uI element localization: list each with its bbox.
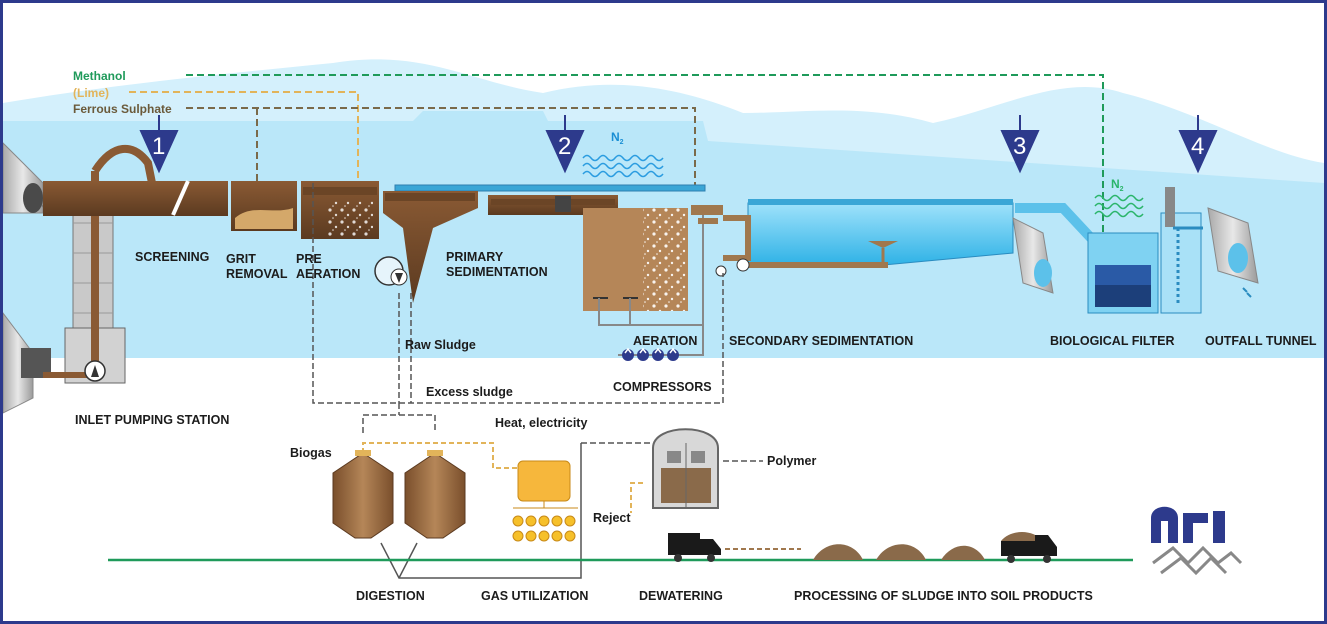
methanol-line [186, 74, 1104, 235]
label-grit-2: REMOVAL [226, 267, 288, 281]
aeration-tank [583, 205, 723, 326]
biogas-line [362, 442, 518, 469]
biological-filter [1087, 187, 1203, 314]
distribution-trough [394, 184, 706, 192]
stage-marker-1: 1 [139, 115, 179, 174]
label-raw-sludge: Raw Sludge [405, 338, 476, 352]
svg-text:4: 4 [1191, 133, 1204, 160]
raw-sludge-line [398, 293, 412, 403]
label-grit-1: GRIT [226, 252, 256, 266]
label-biogas: Biogas [290, 446, 332, 460]
dewatering-unit [652, 428, 719, 509]
inlet-tunnel [3, 142, 51, 414]
stage-marker-icon [1000, 115, 1040, 174]
soil-heaps [813, 544, 985, 560]
excess-sludge-line [312, 183, 724, 404]
stage-marker-3: 3 [1000, 115, 1040, 174]
digesters [332, 450, 466, 539]
outfall-tunnel [1207, 207, 1259, 298]
label-gas-util: GAS UTILIZATION [481, 589, 588, 603]
label-compressors: COMPRESSORS [613, 380, 712, 394]
ferrous-line [186, 107, 696, 188]
label-reject: Reject [593, 511, 631, 525]
label-primary-2: SEDIMENTATION [446, 265, 548, 279]
gas-utilization-unit [512, 460, 578, 542]
stage-marker-icon [1178, 115, 1218, 174]
label-heat: Heat, electricity [495, 416, 587, 430]
diagram-canvas: Methanol (Lime) Ferrous Sulphate [3, 59, 1324, 603]
svg-text:1: 1 [152, 133, 165, 160]
truck-icon [1001, 532, 1057, 563]
label-aeration: AERATION [633, 334, 697, 348]
label-secondary: SECONDARY SEDIMENTATION [729, 334, 913, 348]
stage-marker-4: 4 [1178, 115, 1218, 174]
screening-channel [43, 180, 228, 216]
lime-label: (Lime) [73, 86, 109, 100]
compressors [618, 325, 704, 361]
n2-label-stage2: N2 [611, 130, 624, 146]
svg-text:3: 3 [1013, 133, 1026, 160]
logo-icon [1151, 506, 1243, 576]
truck-icon [668, 533, 721, 562]
stage-marker-icon [545, 115, 585, 174]
digester-feed-line [362, 403, 436, 433]
n2-emission-stage2 [582, 154, 664, 178]
label-excess-sludge: Excess sludge [426, 385, 513, 399]
grit-removal-tank [231, 181, 297, 231]
stage-marker-2: 2 [545, 115, 585, 174]
outlet-tunnel [1012, 203, 1095, 294]
label-dewatering: DEWATERING [639, 589, 723, 603]
label-screening: SCREENING [135, 250, 209, 264]
lime-line [129, 91, 359, 184]
pre-aeration-tank [301, 181, 379, 239]
label-pre-2: AERATION [296, 267, 360, 281]
reject-line [630, 482, 643, 513]
svg-text:2: 2 [558, 133, 571, 160]
label-inlet: INLET PUMPING STATION [75, 413, 229, 427]
compressor-icon [622, 347, 679, 361]
n2-label-biofilter: N2 [1111, 177, 1124, 193]
ferrous-label: Ferrous Sulphate [73, 102, 172, 116]
label-pre-1: PRE [296, 252, 322, 266]
stage-marker-icon [139, 115, 179, 174]
label-primary-1: PRIMARY [446, 250, 504, 264]
primary-sedimentation-tank [374, 191, 478, 303]
label-biofilter: BIOLOGICAL FILTER [1050, 334, 1175, 348]
secondary-sedimentation-tank [715, 199, 1014, 277]
label-digestion: DIGESTION [356, 589, 425, 603]
label-polymer: Polymer [767, 454, 816, 468]
label-outfall: OUTFALL TUNNEL [1205, 334, 1317, 348]
n2-emission-biofilter [1094, 194, 1144, 218]
label-processing: PROCESSING OF SLUDGE INTO SOIL PRODUCTS [794, 589, 1093, 603]
methanol-label: Methanol [73, 69, 126, 83]
